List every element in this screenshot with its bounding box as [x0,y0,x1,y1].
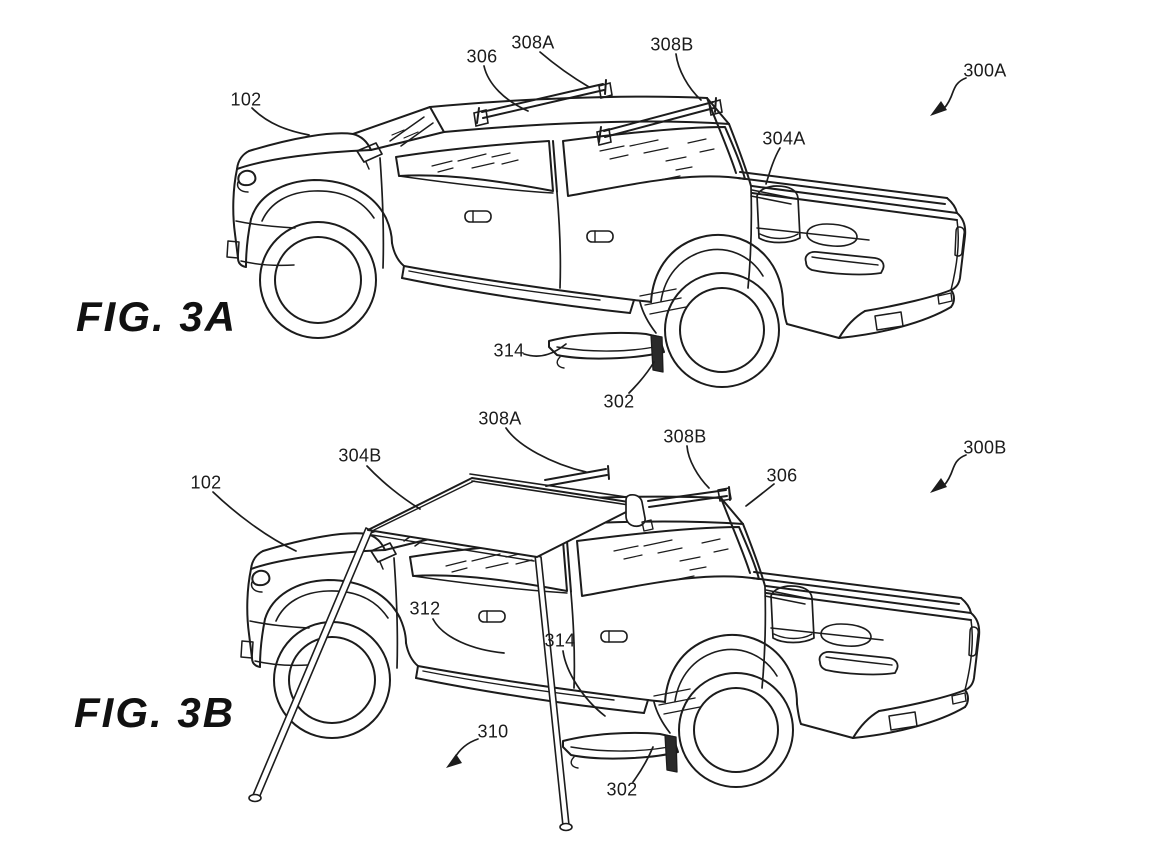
ref-label-314-3a: 314 [493,340,525,361]
leader-310 [453,738,479,760]
leader-302 [632,746,654,783]
ref-label-300a-3a: 300A [963,60,1007,81]
leader-304a [765,147,781,185]
truck-3a [226,95,967,388]
ref-label-302-3b: 302 [606,779,638,800]
leader-312 [432,618,505,654]
leader-lines-3a [251,51,967,394]
arrowhead-310 [446,754,462,768]
awning-leg-rear-foot [559,822,573,832]
leader-314 [562,650,606,717]
ref-label-304a-3a: 304A [762,128,806,149]
ref-label-308b-3a: 308B [650,34,694,55]
leader-304b [366,465,421,510]
ref-label-304b-3b: 304B [338,445,382,466]
leader-306 [483,65,529,112]
ref-label-314-3b: 314 [544,630,576,651]
leader-308b [675,53,702,101]
figure-3b-drawing [212,427,981,832]
leader-308b [686,445,710,489]
leader-102 [251,107,310,136]
leader-314 [523,343,567,357]
ref-label-302-3a: 302 [603,391,635,412]
ref-label-102-3a: 102 [230,89,262,110]
awning-canopy [367,477,643,558]
truck-3b [240,495,981,788]
ref-label-310-3b: 310 [477,721,509,742]
ref-label-308a-3b: 308A [478,408,522,429]
awning-assembly [248,465,732,832]
ref-label-300b-3b: 300B [963,437,1007,458]
leader-308a [505,427,587,473]
leader-302 [628,361,655,394]
arrowhead-300a [930,101,947,116]
figure-3b-title: FIG. 3B [74,689,236,736]
leader-300b [940,454,967,489]
awning-leg-front-foot [248,793,262,803]
ref-label-308b-3b: 308B [663,426,707,447]
awning-roller-endcap [625,493,646,528]
ref-label-306-3a: 306 [466,46,498,67]
leader-306 [745,483,775,507]
roof-crossbars-3a [473,79,723,146]
leader-300a [940,77,967,112]
leader-lines-3b [212,427,967,783]
ref-label-306-3b: 306 [766,465,798,486]
awning-leg-front [252,527,373,799]
figure-3a-drawing [226,51,967,394]
ref-label-102-3b: 102 [190,472,222,493]
arrowhead-300b [930,478,947,493]
ref-label-308a-3a: 308A [511,32,555,53]
leader-308a [539,51,590,88]
ref-label-312-3b: 312 [409,598,441,619]
figure-3a-title: FIG. 3A [76,293,238,340]
leader-102 [212,491,297,552]
